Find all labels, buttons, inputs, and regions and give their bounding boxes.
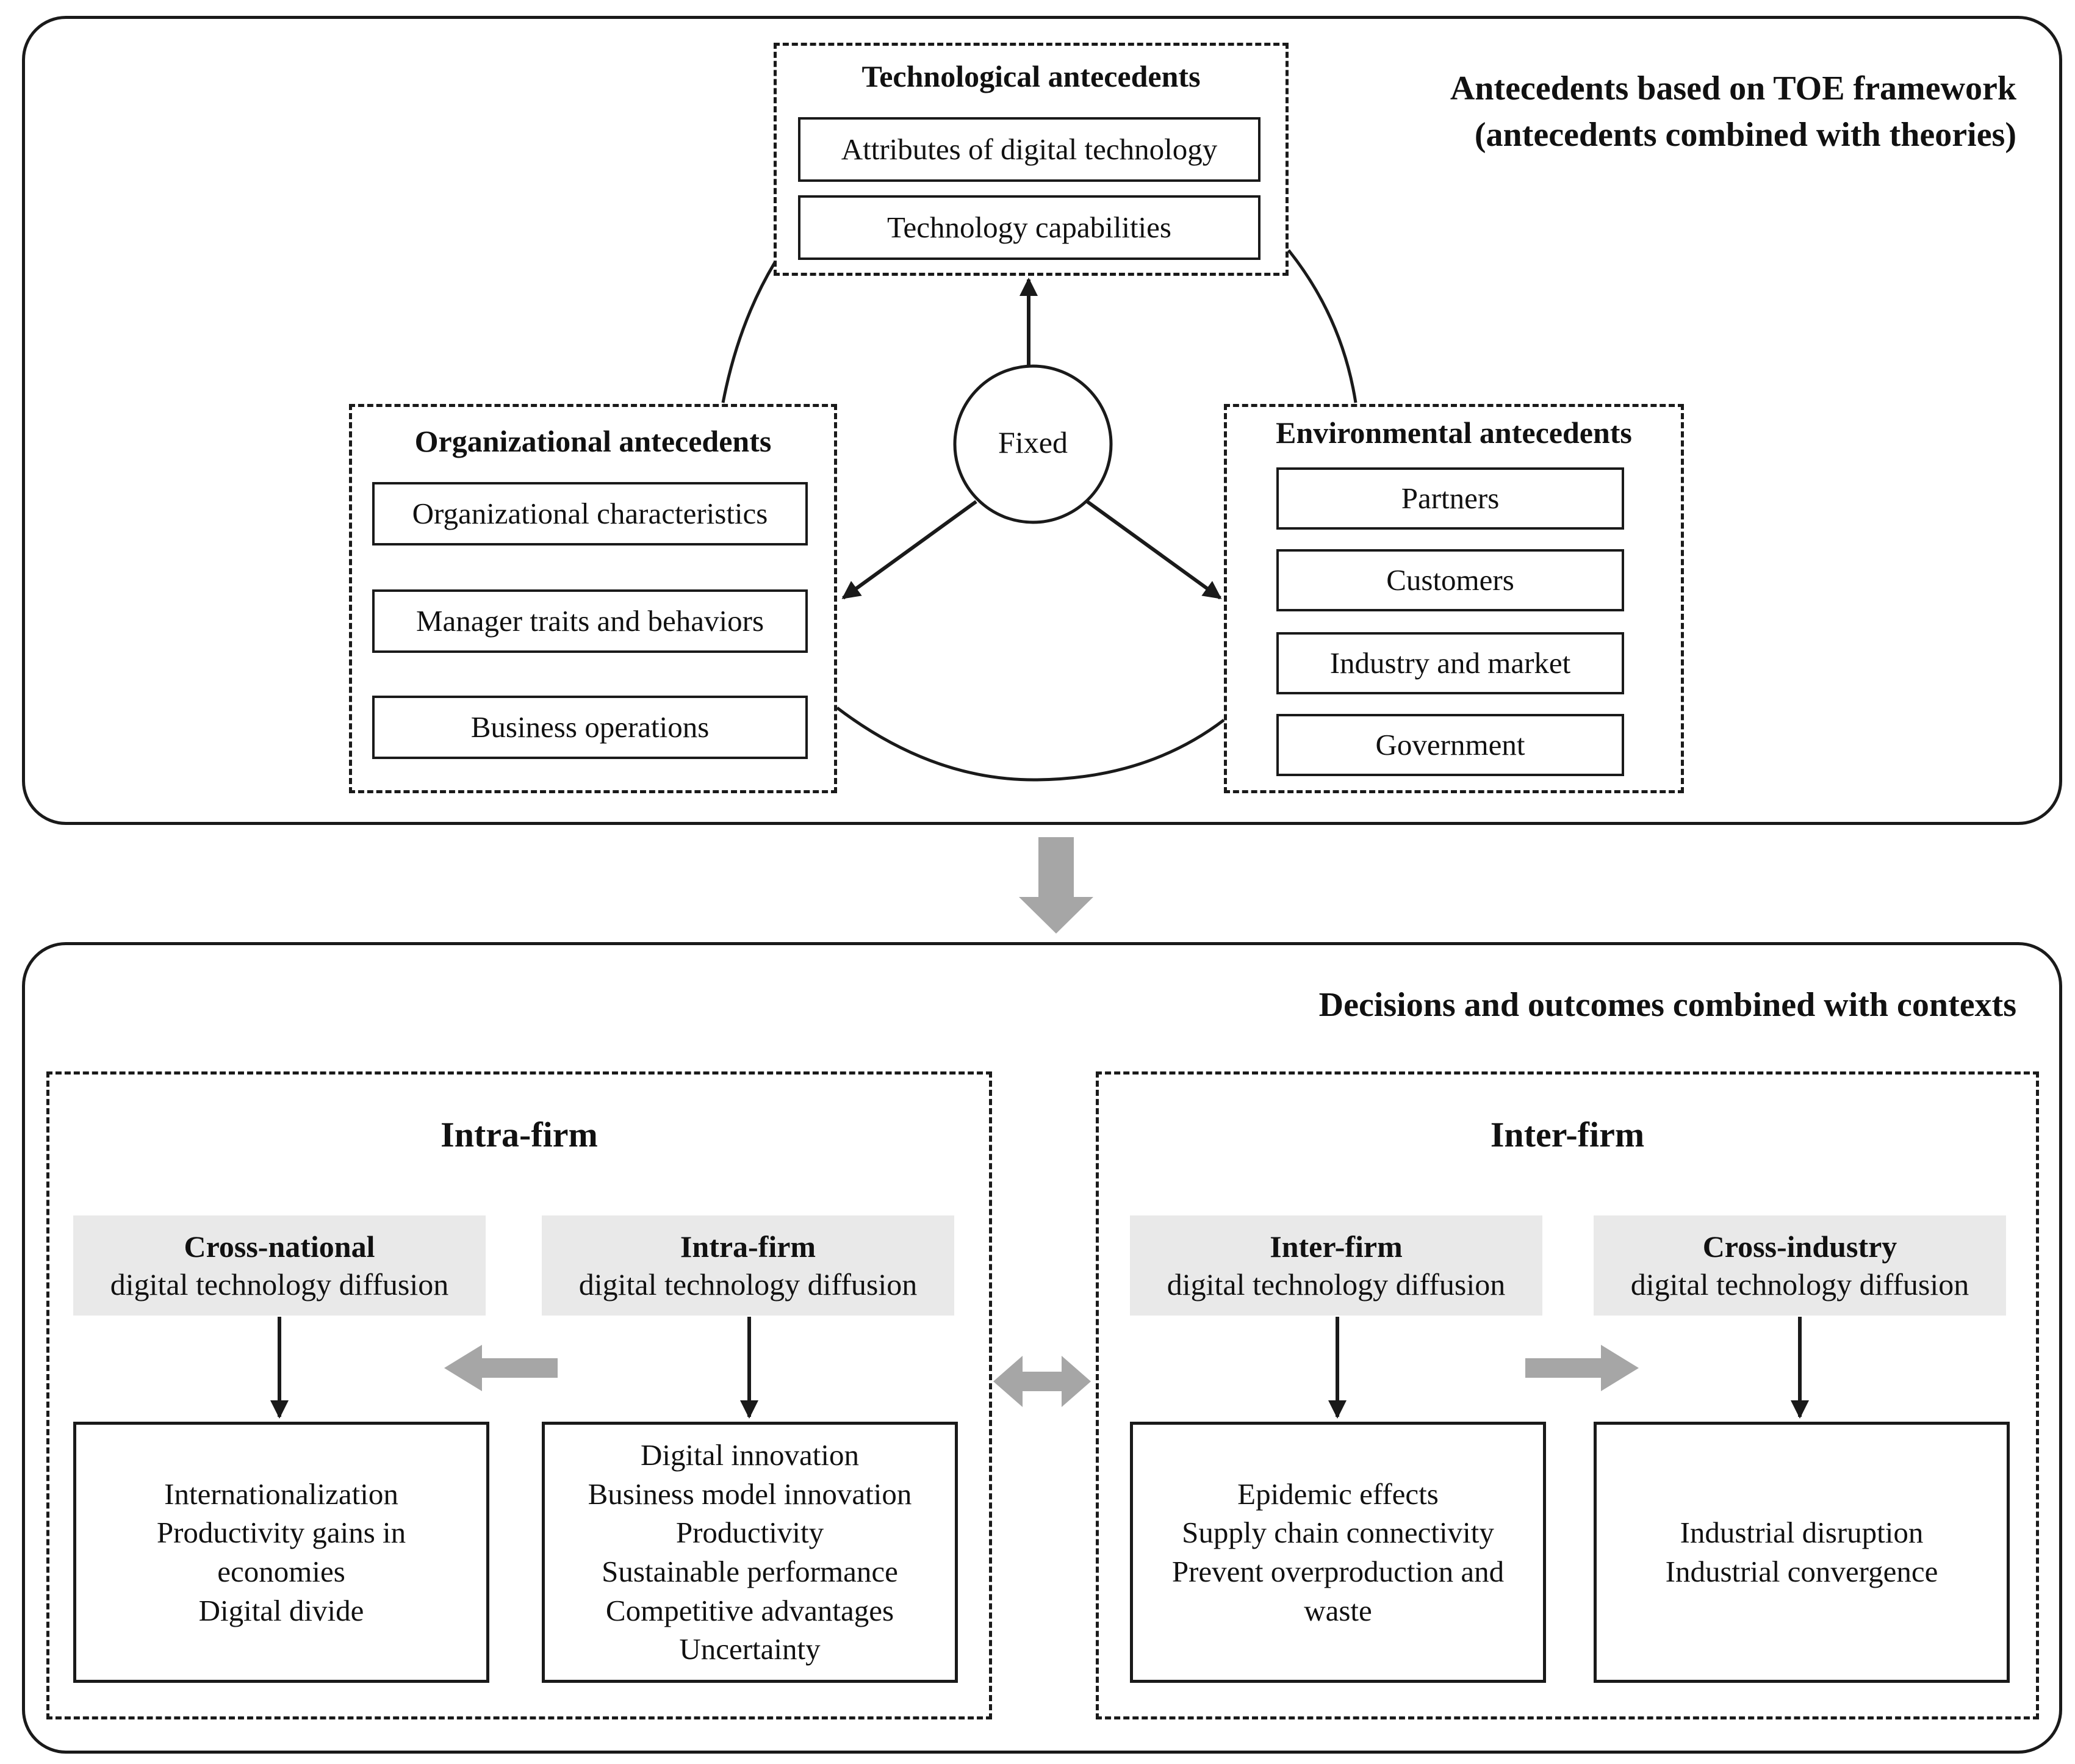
intra-firm-title: Intra-firm: [680, 1229, 816, 1264]
industry-market-box: Industry and market: [1276, 632, 1624, 694]
fixed-circle: [953, 364, 1113, 524]
customers-box: Customers: [1276, 549, 1624, 611]
outcome-item: waste: [1304, 1593, 1372, 1627]
fixed-label: Fixed: [998, 425, 1068, 459]
attributes-digital-technology-box: Attributes of digital technology: [798, 117, 1260, 182]
antecedents-panel: [22, 16, 2062, 825]
organizational-characteristics-box: Organizational characteristics: [372, 482, 808, 545]
arrow-fixed-to-org: [841, 500, 977, 600]
cross-national-subtitle: digital technology diffusion: [110, 1267, 449, 1301]
arrow-fixed-to-env: [1086, 500, 1222, 600]
org-env-arc: [836, 707, 1225, 782]
technology-capabilities-box: Technology capabilities: [798, 195, 1260, 260]
inter-firm-title: Inter-firm: [1270, 1229, 1403, 1264]
technological-antecedents-title: Technological antecedents: [861, 59, 1201, 93]
organizational-antecedents-group: [349, 404, 837, 793]
outcome-item: Productivity gains in: [156, 1516, 406, 1550]
environmental-antecedents-title: Environmental antecedents: [1276, 416, 1632, 450]
antecedents-title-line1: Antecedents based on TOE framework: [1450, 70, 2016, 107]
gray-left-arrow-icon: [444, 1345, 558, 1391]
cross-national-title: Cross-national: [184, 1229, 375, 1264]
cross-industry-title: Cross-industry: [1702, 1229, 1897, 1264]
outcome-item: Business model innovation: [588, 1477, 912, 1511]
tech-env-arc: [1287, 249, 1358, 403]
business-operations-box: Business operations: [372, 696, 808, 759]
inter-firm-section-title: Inter-firm: [1490, 1115, 1645, 1154]
intra-firm-section: [46, 1071, 992, 1719]
intra-firm-subtitle: digital technology diffusion: [578, 1267, 918, 1301]
outcome-item: economies: [217, 1555, 345, 1588]
cross-industry-subtitle: digital technology diffusion: [1630, 1267, 1969, 1301]
gray-right-arrow-icon: [1525, 1345, 1639, 1391]
outcome-item: Competitive advantages: [605, 1593, 894, 1627]
intra-firm-section-title: Intra-firm: [441, 1115, 598, 1154]
intra-firm-outcomes: Digital innovation Business model innova…: [542, 1422, 958, 1683]
inter-firm-outcomes: Epidemic effects Supply chain connectivi…: [1130, 1422, 1546, 1683]
outcomes-panel-title: Decisions and outcomes combined with con…: [1318, 986, 2016, 1024]
outcome-item: Prevent overproduction and: [1171, 1555, 1505, 1588]
outcome-item: Epidemic effects: [1237, 1477, 1439, 1511]
outcome-item: Digital innovation: [641, 1438, 859, 1472]
outcomes-panel: [22, 942, 2062, 1754]
manager-traits-box: Manager traits and behaviors: [372, 589, 808, 653]
cross-industry-heading: Cross-industry digital technology diffus…: [1594, 1215, 2006, 1316]
environmental-antecedents-group: [1224, 404, 1684, 793]
outcome-item: Industrial disruption: [1680, 1516, 1924, 1550]
cross-industry-outcomes: Industrial disruption Industrial converg…: [1594, 1422, 2010, 1683]
inter-firm-section: [1096, 1071, 2039, 1719]
outcome-item: Productivity: [675, 1516, 824, 1550]
cross-national-outcomes: Internationalization Productivity gains …: [73, 1422, 489, 1683]
partners-box: Partners: [1276, 467, 1624, 530]
inter-firm-subtitle: digital technology diffusion: [1167, 1267, 1506, 1301]
outcome-item: Digital divide: [198, 1593, 364, 1627]
outcome-item: Uncertainty: [679, 1632, 821, 1666]
outcome-item: Supply chain connectivity: [1182, 1516, 1494, 1550]
inter-firm-heading: Inter-firm digital technology diffusion: [1130, 1215, 1542, 1316]
organizational-antecedents-title: Organizational antecedents: [414, 424, 772, 458]
antecedents-panel-title: Antecedents based on TOE framework (ante…: [1220, 66, 2016, 158]
outcome-item: Internationalization: [164, 1477, 398, 1511]
technological-antecedents-group: [774, 43, 1289, 276]
tech-org-arc: [721, 261, 777, 403]
cross-national-heading: Cross-national digital technology diffus…: [73, 1215, 486, 1316]
government-box: Government: [1276, 714, 1624, 776]
intra-firm-heading: Intra-firm digital technology diffusion: [542, 1215, 954, 1316]
outcome-item: Sustainable performance: [602, 1555, 898, 1588]
outcome-item: Industrial convergence: [1665, 1555, 1938, 1588]
gray-double-arrow-icon: [993, 1356, 1091, 1407]
antecedents-title-line2: (antecedents combined with theories): [1474, 115, 2016, 154]
